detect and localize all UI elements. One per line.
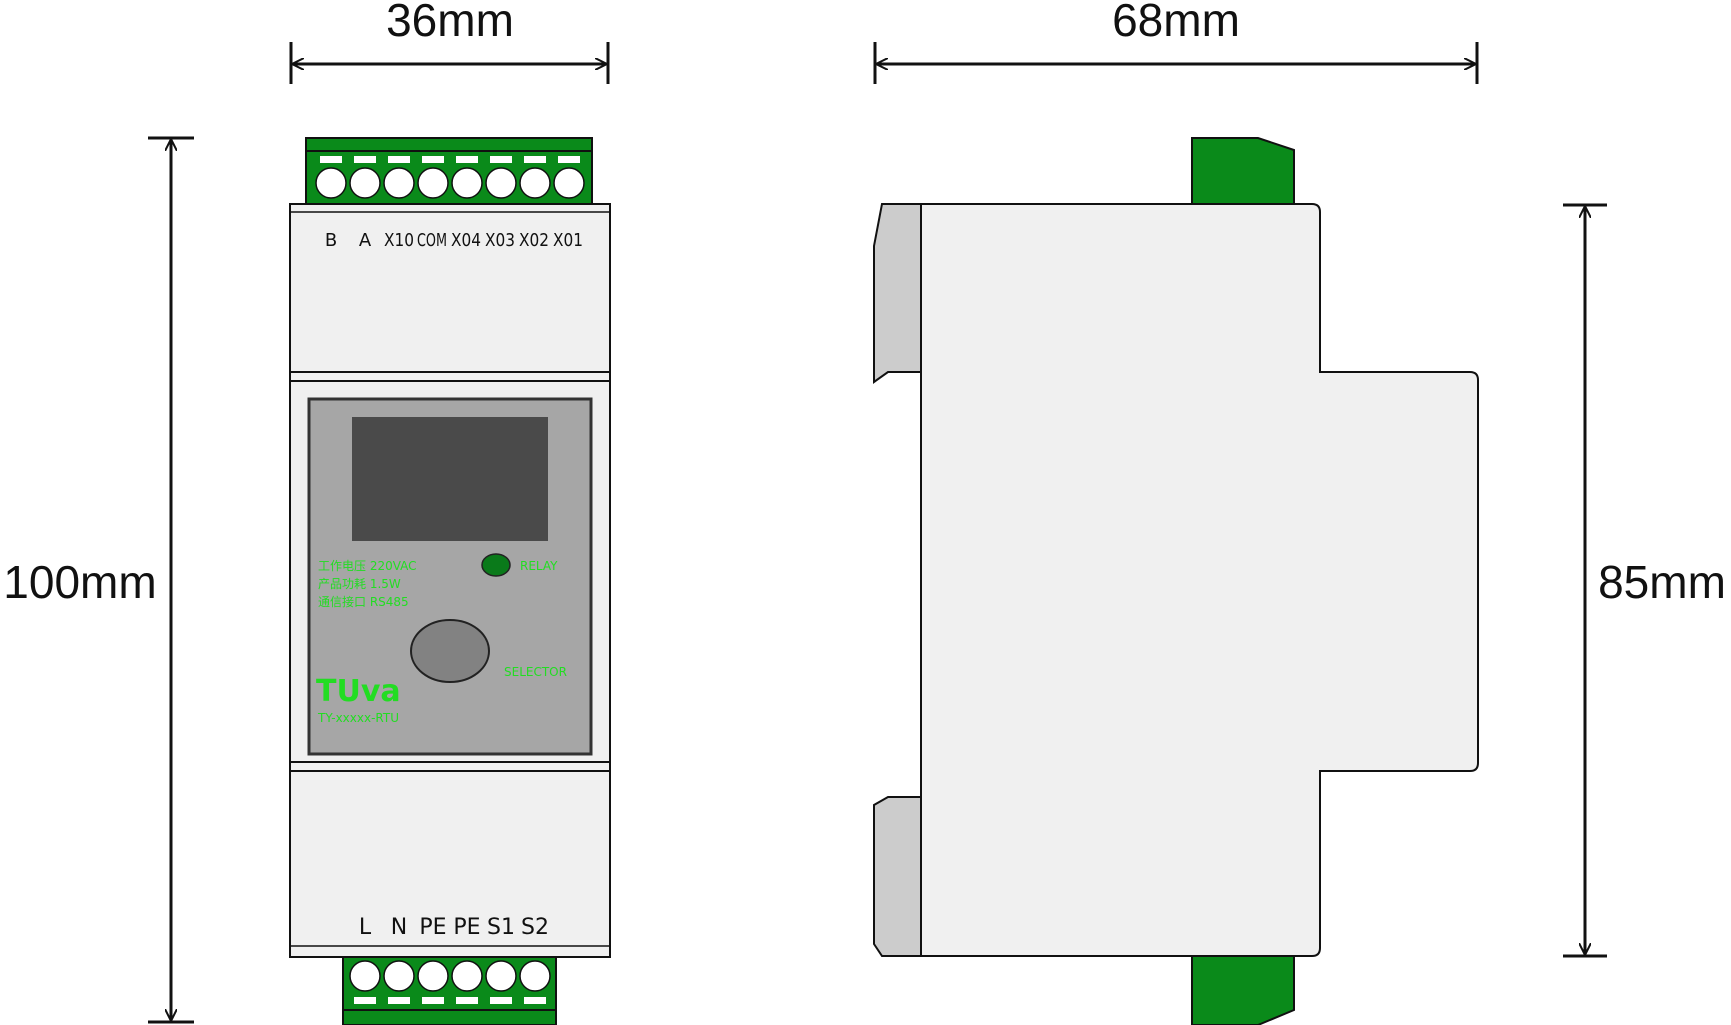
- terminal-screw-icon: [519, 167, 551, 199]
- side-height-label: 85mm: [1598, 556, 1726, 608]
- brand-logo: TUva: [316, 674, 401, 709]
- terminal-screw-icon: [349, 960, 381, 992]
- terminal-slot: [388, 997, 410, 1004]
- selector-button[interactable]: [410, 619, 490, 683]
- terminal-label: N: [391, 915, 407, 940]
- dimension-front-width: 36mm: [289, 0, 610, 84]
- top-terminal-screws: [315, 156, 585, 199]
- spec-line: 产品功耗 1.5W: [318, 577, 401, 591]
- selector-button-label: SELECTOR: [504, 665, 567, 679]
- front-view: B A X10 COM X04 X03 X02 X01 L N PE PE S1…: [289, 137, 611, 1025]
- model-number: TY-xxxxx-RTU: [317, 711, 399, 725]
- terminal-screw-icon: [315, 167, 347, 199]
- terminal-label: S2: [521, 915, 549, 940]
- bottom-terminal-labels: L N PE PE S1 S2: [359, 915, 549, 940]
- lcd-display: [352, 417, 548, 541]
- terminal-slot: [524, 997, 546, 1004]
- terminal-screw-icon: [349, 167, 381, 199]
- terminal-slot: [388, 156, 410, 163]
- terminal-label: X02: [519, 230, 549, 251]
- terminal-slot: [354, 156, 376, 163]
- spec-lines: 工作电压 220VAC 产品功耗 1.5W 通信接口 RS485: [318, 559, 417, 609]
- terminal-label: X04: [451, 230, 481, 251]
- din-clip-bottom: [873, 796, 922, 957]
- terminal-screw-icon: [485, 167, 517, 199]
- terminal-screw-icon: [383, 167, 415, 199]
- terminal-label: X03: [485, 230, 515, 251]
- terminal-label: X01: [553, 230, 583, 251]
- dimension-front-height: 100mm: [3, 136, 194, 1024]
- front-control-panel: 工作电压 220VAC 产品功耗 1.5W 通信接口 RS485 RELAY S…: [307, 397, 593, 756]
- terminal-slot: [490, 997, 512, 1004]
- terminal-label: A: [359, 230, 372, 251]
- side-bottom-terminal: [1191, 955, 1295, 1025]
- din-clip-top: [873, 203, 922, 384]
- side-view: [873, 137, 1479, 1025]
- terminal-slot: [422, 156, 444, 163]
- top-terminal-labels: B A X10 COM X04 X03 X02 X01: [325, 230, 583, 251]
- dimension-side-height: 85mm: [1563, 203, 1726, 958]
- terminal-slot: [524, 156, 546, 163]
- terminal-label: COM: [417, 230, 447, 251]
- dimension-side-width: 68mm: [873, 0, 1479, 84]
- terminal-screw-icon: [383, 960, 415, 992]
- front-width-label: 36mm: [386, 0, 514, 46]
- terminal-screw-icon: [485, 960, 517, 992]
- terminal-label: X10: [384, 230, 414, 251]
- terminal-label: B: [325, 230, 337, 251]
- spec-line: 工作电压 220VAC: [318, 559, 417, 573]
- terminal-slot: [456, 997, 478, 1004]
- side-width-label: 68mm: [1112, 0, 1240, 46]
- side-top-terminal: [1191, 137, 1295, 206]
- terminal-screw-icon: [451, 167, 483, 199]
- terminal-slot: [558, 156, 580, 163]
- bottom-terminal-block: [342, 955, 557, 1025]
- terminal-screw-icon: [519, 960, 551, 992]
- spec-line: 通信接口 RS485: [318, 594, 409, 609]
- terminal-screw-icon: [553, 167, 585, 199]
- terminal-slot: [354, 997, 376, 1004]
- terminal-label: S1: [487, 915, 515, 940]
- front-height-label: 100mm: [3, 556, 156, 608]
- terminal-screw-icon: [417, 167, 449, 199]
- terminal-slot: [456, 156, 478, 163]
- status-led-icon: [481, 553, 511, 577]
- side-housing: [920, 203, 1479, 957]
- terminal-label: PE: [419, 915, 446, 940]
- terminal-label: PE: [453, 915, 480, 940]
- terminal-slot: [422, 997, 444, 1004]
- status-led-label: RELAY: [520, 559, 558, 573]
- terminal-screw-icon: [451, 960, 483, 992]
- terminal-slot: [320, 156, 342, 163]
- terminal-label: L: [359, 915, 372, 940]
- bottom-terminal-screws: [349, 960, 551, 1004]
- top-terminal-block: [305, 137, 593, 206]
- terminal-screw-icon: [417, 960, 449, 992]
- terminal-slot: [490, 156, 512, 163]
